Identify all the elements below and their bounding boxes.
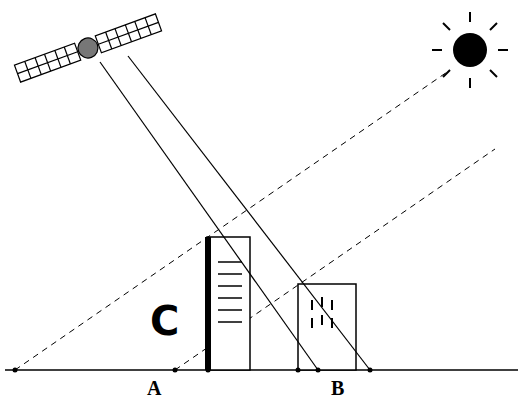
satellite-view-line	[100, 56, 370, 370]
ground-point	[13, 368, 373, 373]
ground-line	[5, 369, 518, 371]
tall-building	[205, 237, 250, 370]
point-label: B	[331, 377, 344, 400]
sun-symbol	[432, 12, 508, 88]
point-label: A	[147, 377, 161, 400]
satellite-symbol	[14, 13, 162, 83]
point-label: C	[150, 298, 179, 344]
small-building	[298, 284, 356, 370]
